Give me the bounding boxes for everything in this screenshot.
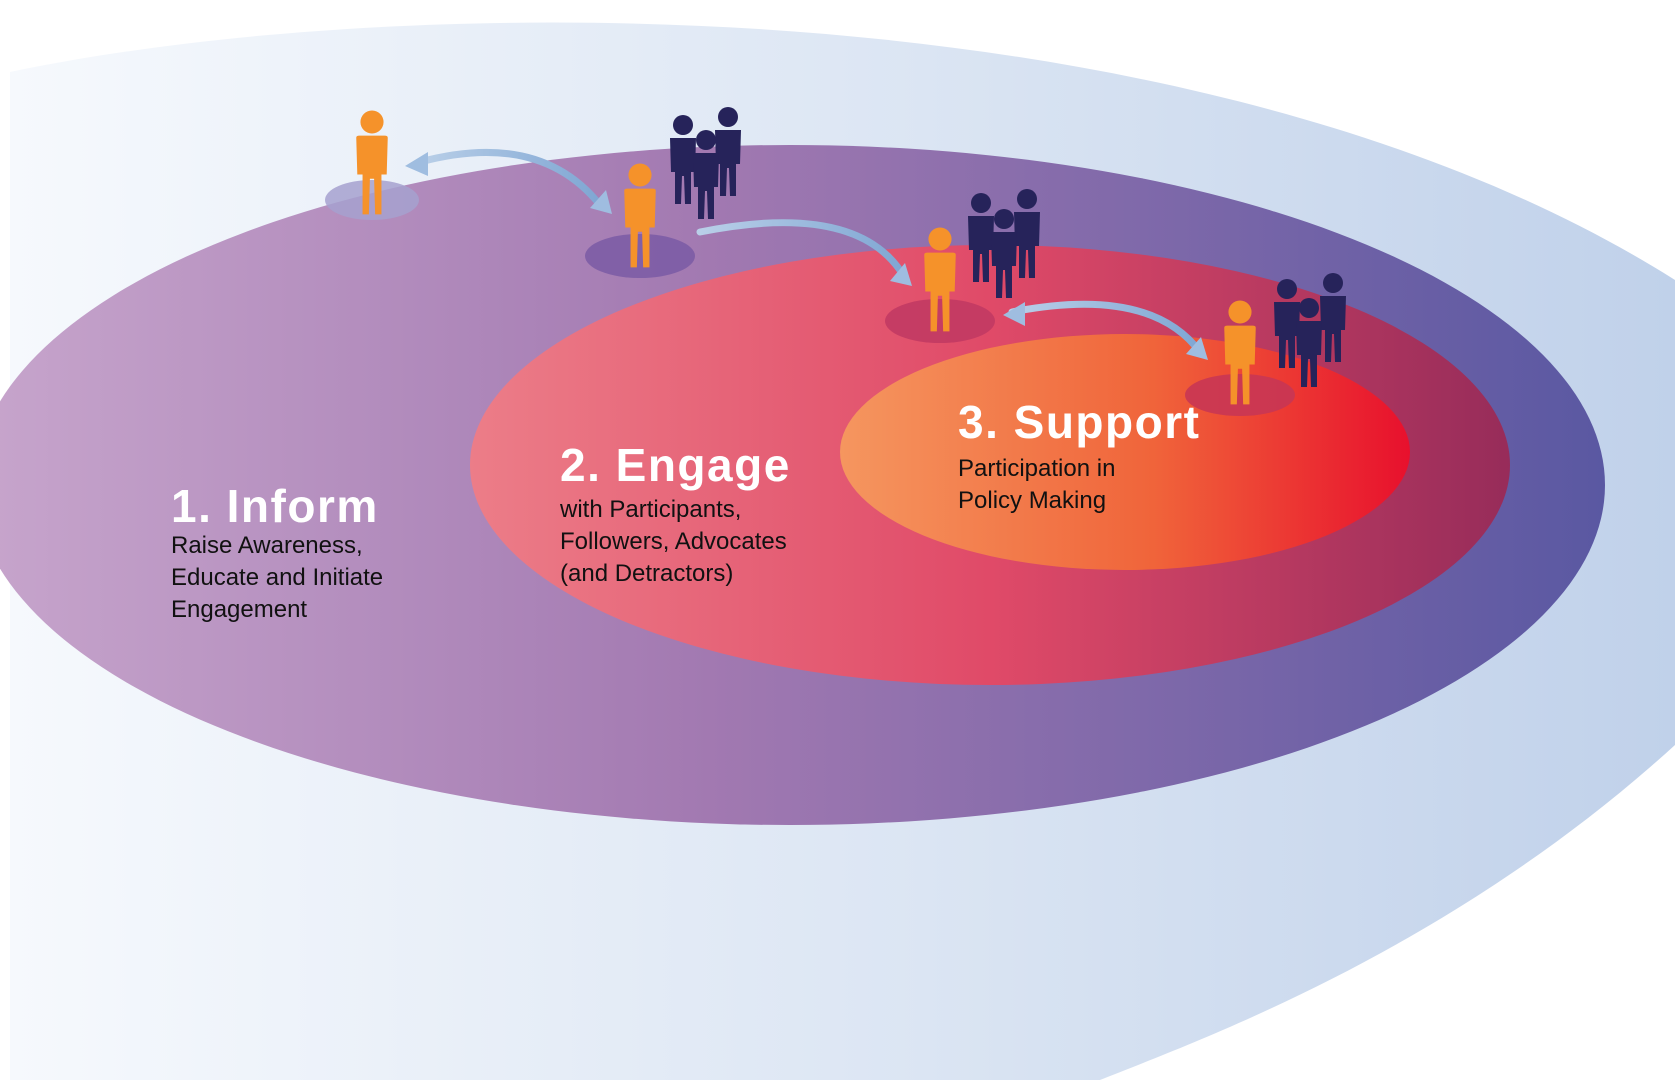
inform-line: Educate and Initiate [171, 564, 384, 591]
engage-line: Followers, Advocates [560, 528, 787, 555]
person-disc-4 [1185, 374, 1295, 416]
inform-title: 1. Inform [171, 480, 379, 532]
person-disc-1 [325, 180, 419, 220]
engage-line: with Participants, [560, 496, 742, 523]
engage-description: with Participants, Followers, Advocates … [560, 494, 787, 590]
support-line: Policy Making [958, 487, 1107, 514]
engage-title: 2. Engage [560, 439, 791, 491]
inform-line: Engagement [171, 596, 308, 623]
curved-arrow-icon [416, 149, 1204, 356]
support-description: Participation in Policy Making [958, 453, 1115, 517]
inform-line: Raise Awareness, [171, 532, 363, 559]
person-disc-3 [885, 299, 995, 343]
support-line: Participation in [958, 455, 1116, 482]
engage-line: (and Detractors) [560, 560, 734, 587]
arrow-heads [405, 152, 1208, 360]
inform-description: Raise Awareness, Educate and Initiate En… [171, 530, 383, 626]
support-title: 3. Support [958, 396, 1201, 448]
support-ring [840, 334, 1410, 570]
person-disc-2 [585, 234, 695, 278]
